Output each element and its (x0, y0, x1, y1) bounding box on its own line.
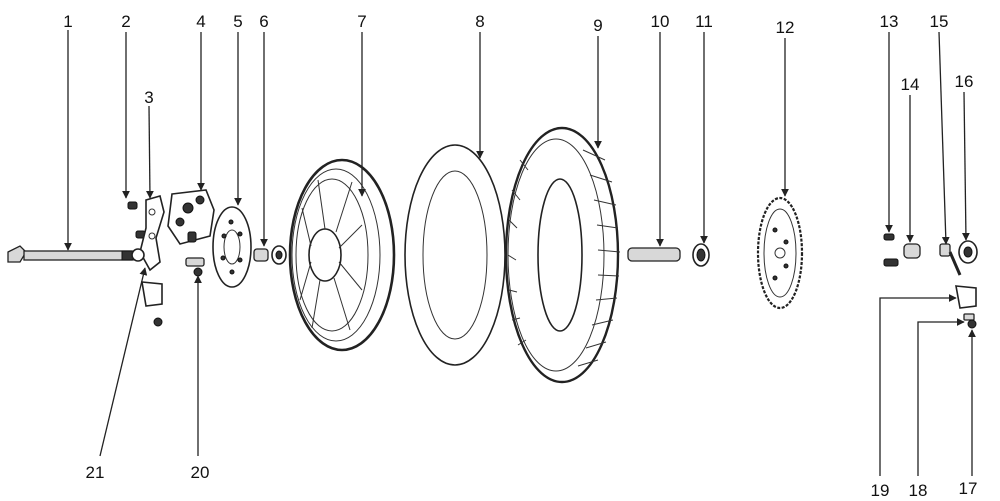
part-brake-disc (212, 206, 252, 288)
part-axle-adjuster-left (131, 248, 163, 327)
callout-numbers: 1 2 3 4 5 6 7 8 9 10 11 12 13 14 15 16 1… (63, 12, 977, 500)
part-spacer-6 (253, 245, 287, 265)
callout-12: 12 (776, 18, 795, 37)
leader-lines (64, 30, 976, 476)
part-axle-adjuster-right (955, 285, 977, 329)
callout-6: 6 (259, 12, 268, 31)
part-axle-nut (958, 240, 978, 264)
part-rim (288, 158, 396, 352)
callout-18: 18 (909, 481, 928, 500)
part-spacer-14 (903, 243, 921, 259)
part-bolt-2 (127, 201, 146, 239)
callout-4: 4 (196, 12, 205, 31)
part-spacer-10 (627, 247, 681, 262)
callout-1: 1 (63, 12, 72, 31)
part-chain-adjuster (939, 243, 962, 276)
callout-2: 2 (121, 12, 130, 31)
callout-17: 17 (959, 479, 978, 498)
part-bolt-13 (883, 233, 899, 267)
callout-11: 11 (695, 12, 713, 31)
callout-9: 9 (593, 16, 602, 35)
callout-20: 20 (191, 463, 210, 482)
part-axle (7, 245, 135, 263)
callout-15: 15 (930, 12, 949, 31)
part-caliper-bolt (185, 257, 205, 277)
callout-3: 3 (144, 88, 153, 107)
part-caliper-bracket (139, 195, 165, 272)
part-bearing-11 (692, 243, 710, 267)
callout-21: 21 (86, 463, 105, 482)
callout-13: 13 (880, 12, 899, 31)
callout-10: 10 (651, 12, 670, 31)
callout-7: 7 (357, 12, 366, 31)
part-tire (504, 126, 621, 384)
callout-16: 16 (955, 72, 974, 91)
callout-8: 8 (475, 12, 484, 31)
part-brake-caliper (167, 189, 215, 245)
callout-14: 14 (901, 75, 920, 94)
callout-19: 19 (871, 481, 890, 500)
callout-5: 5 (233, 12, 242, 31)
part-sprocket (756, 196, 804, 310)
part-inner-tube (404, 144, 506, 366)
